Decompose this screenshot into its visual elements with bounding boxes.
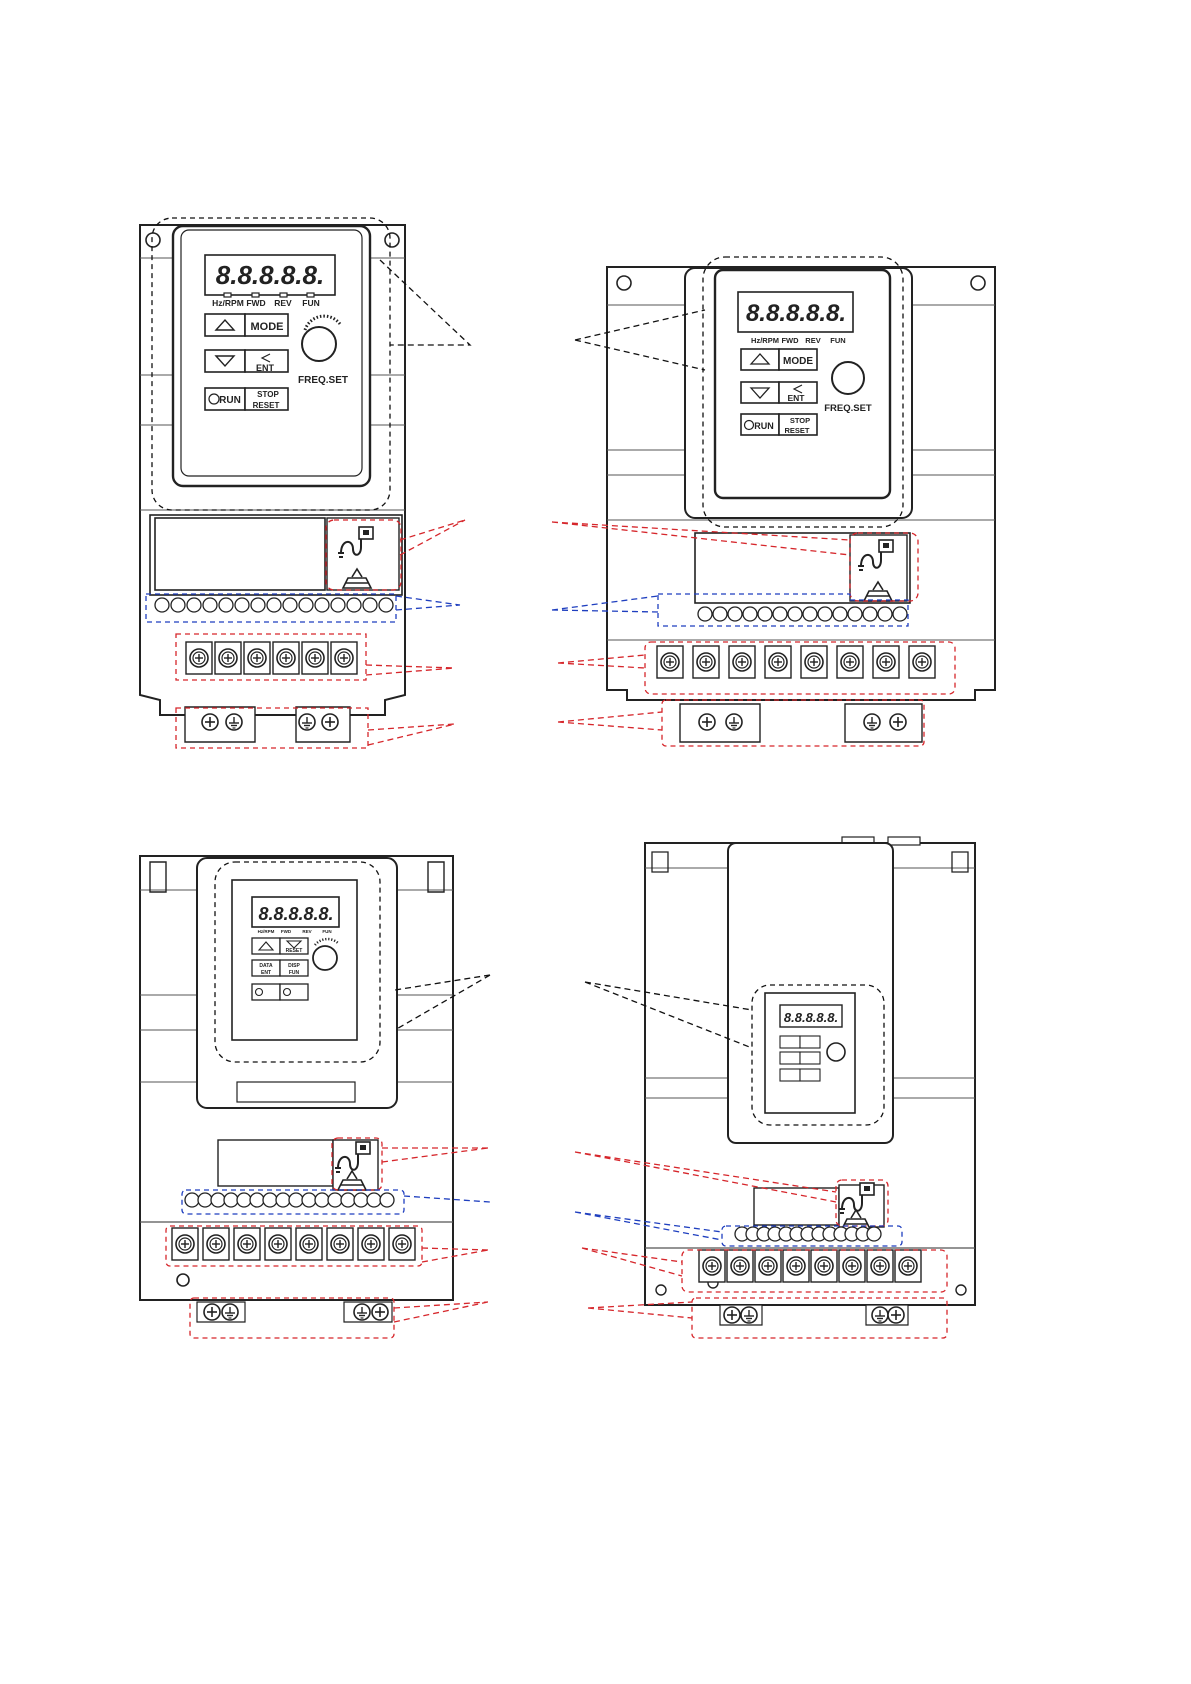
indicator-fwd: FWD bbox=[246, 298, 265, 308]
indicator-fun: FUN bbox=[322, 929, 331, 934]
indicator-fun: FUN bbox=[830, 336, 845, 345]
control-terminals bbox=[735, 1227, 881, 1241]
ground-symbol-icon bbox=[726, 714, 742, 730]
indicator-fwd: FWD bbox=[281, 929, 292, 934]
screw-terminal-icon bbox=[322, 714, 338, 730]
frequency-knob-icon[interactable] bbox=[302, 327, 336, 361]
data-label: DATA bbox=[259, 963, 273, 969]
ground-symbol-icon bbox=[872, 1307, 888, 1323]
indicator-hz-rpm: Hz/RPM bbox=[212, 298, 244, 308]
ground-symbol-icon bbox=[741, 1307, 757, 1323]
stop-button[interactable] bbox=[280, 984, 308, 1000]
screw-terminal-icon bbox=[724, 1307, 740, 1323]
disp-fun-label: FUN bbox=[289, 970, 300, 976]
indicator-fun: FUN bbox=[302, 298, 319, 308]
data-ent-label: ENT bbox=[261, 970, 271, 976]
display-digits: 8.8.8.8.8. bbox=[216, 260, 324, 290]
indicator-rev: REV bbox=[805, 336, 820, 345]
freq-set-label: FREQ.SET bbox=[824, 403, 872, 414]
inverter-unit-4: 8.8.8.8.8. bbox=[575, 837, 975, 1338]
ground-symbol-icon bbox=[222, 1304, 238, 1320]
reset-label: RESET bbox=[286, 948, 303, 954]
frequency-knob-icon[interactable] bbox=[832, 362, 864, 394]
run-button[interactable] bbox=[252, 984, 280, 1000]
inverter-unit-2: 8.8.8.8.8. Hz/RPM FWD REV FUN MODE ENT R… bbox=[552, 257, 995, 746]
display-digits: 8.8.8.8.8. bbox=[746, 300, 846, 327]
ground-symbol-icon bbox=[299, 714, 315, 730]
screw-terminal-icon bbox=[202, 714, 218, 730]
up-button[interactable] bbox=[741, 349, 779, 370]
frequency-knob-icon[interactable] bbox=[313, 946, 337, 970]
screw-terminal-icon bbox=[372, 1304, 388, 1320]
data-ent-button[interactable] bbox=[780, 1052, 800, 1064]
mounting-hole bbox=[385, 233, 399, 247]
control-terminals bbox=[155, 598, 393, 612]
reset-label: RESET bbox=[253, 401, 280, 410]
stop-label: STOP bbox=[257, 390, 279, 399]
down-button[interactable] bbox=[800, 1036, 820, 1048]
ground-symbol-icon bbox=[226, 714, 242, 730]
run-button[interactable] bbox=[780, 1069, 800, 1081]
inverter-unit-1: 8.8.8.8.8. Hz/RPM FWD REV FUN MODE ENT R… bbox=[140, 218, 470, 748]
indicator-rev: REV bbox=[302, 929, 311, 934]
mounting-hole bbox=[617, 276, 631, 290]
ground-symbol-icon bbox=[864, 714, 880, 730]
up-button[interactable] bbox=[252, 938, 280, 954]
screw-terminal-icon bbox=[890, 714, 906, 730]
up-button[interactable] bbox=[205, 314, 245, 336]
freq-set-label: FREQ.SET bbox=[298, 375, 348, 386]
inverter-unit-3: 8.8.8.8.8. Hz/RPM FWD REV FUN RESET DATA… bbox=[140, 856, 490, 1338]
indicator-fwd: FWD bbox=[781, 336, 799, 345]
mounting-hole bbox=[956, 1285, 966, 1295]
indicator-hz-rpm: Hz/RPM bbox=[258, 929, 275, 934]
down-button[interactable] bbox=[205, 350, 245, 372]
indicator-rev: REV bbox=[274, 298, 292, 308]
reset-label: RESET bbox=[784, 426, 809, 435]
stop-label: STOP bbox=[790, 416, 810, 425]
up-button[interactable] bbox=[780, 1036, 800, 1048]
down-button[interactable] bbox=[741, 382, 779, 403]
run-label: RUN bbox=[754, 421, 774, 431]
frequency-knob-icon[interactable] bbox=[827, 1043, 845, 1061]
mounting-hole bbox=[656, 1285, 666, 1295]
disp-label: DISP bbox=[288, 963, 300, 969]
screw-terminal-icon bbox=[204, 1304, 220, 1320]
screw-terminal-icon bbox=[888, 1307, 904, 1323]
display-digits: 8.8.8.8.8. bbox=[258, 904, 333, 924]
display-digits: 8.8.8.8.8. bbox=[784, 1010, 838, 1025]
enter-label: ENT bbox=[256, 363, 275, 373]
mounting-hole bbox=[177, 1274, 189, 1286]
disp-fun-button[interactable] bbox=[800, 1052, 820, 1064]
enter-label: ENT bbox=[788, 393, 806, 403]
run-label: RUN bbox=[219, 395, 241, 406]
stop-button[interactable] bbox=[800, 1069, 820, 1081]
mounting-hole bbox=[971, 276, 985, 290]
mode-label: MODE bbox=[783, 356, 813, 367]
mode-label: MODE bbox=[251, 321, 284, 333]
indicator-hz-rpm: Hz/RPM bbox=[751, 336, 779, 345]
ground-symbol-icon bbox=[354, 1304, 370, 1320]
screw-terminal-icon bbox=[699, 714, 715, 730]
mounting-hole bbox=[146, 233, 160, 247]
